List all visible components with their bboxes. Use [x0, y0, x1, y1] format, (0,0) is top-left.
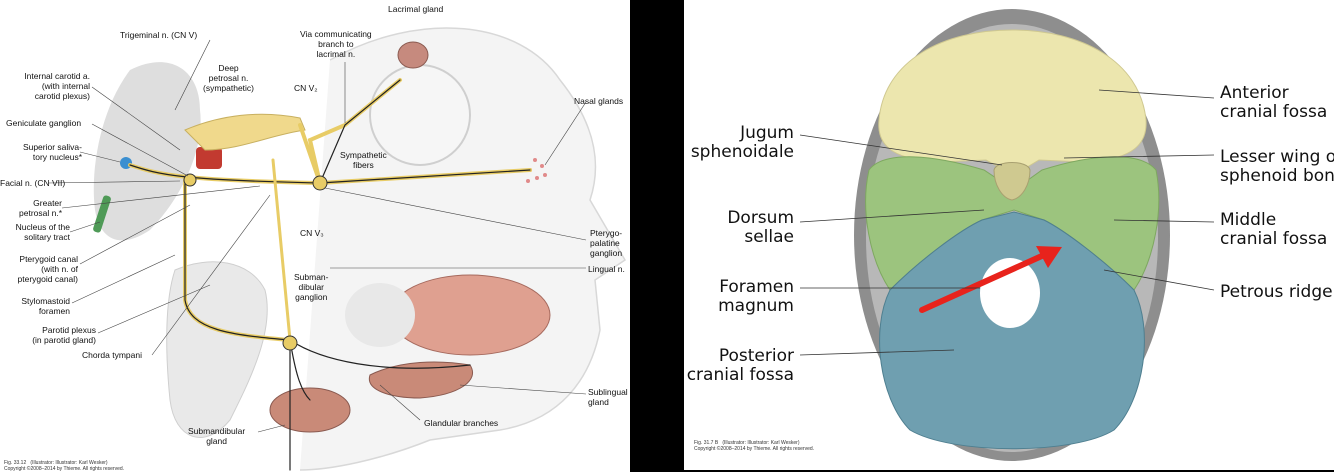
label-posterior: Posterior cranial fossa [686, 346, 794, 385]
label-trigeminal: Trigeminal n. (CN V) [120, 30, 198, 40]
credit-left: Fig. 33.12 (Illustrator: Illustrator: Ka… [4, 460, 125, 472]
salivatory-nucleus-blue [120, 157, 132, 169]
label-submandibular-ganglion: Subman- dibular ganglion [294, 272, 329, 302]
submandibular-ganglion-dot [282, 335, 298, 351]
label-pterygopalatine: Pterygo- palatine ganglion [590, 228, 623, 258]
label-dorsum: Dorsum sellae [727, 208, 794, 247]
submandibular-gland-shape [269, 387, 351, 433]
label-deep-petrosal: Deep petrosal n. (sympathetic) [203, 63, 255, 93]
label-sympathetic-fibers: Sympathetic fibers [340, 150, 387, 170]
label-geniculate: Geniculate ganglion [6, 118, 82, 128]
label-submandibular-gland: Submandibular gland [188, 426, 246, 446]
lacrimal-gland-shape [397, 41, 429, 69]
right-illustration [799, 9, 1215, 461]
geniculate-ganglion-dot [183, 173, 197, 187]
label-internal-carotid: Internal carotid a. (with internal carot… [24, 71, 90, 101]
leader-lines [47, 39, 587, 433]
label-facial-n: Facial n. (CN VII) [0, 178, 66, 188]
label-greater-petrosal: Greater petrosal n.* [19, 198, 62, 218]
trigeminal-ganglion [184, 113, 306, 151]
cranial-fossae-figure: Jugum sphenoidale Dorsum sellae Foramen … [684, 0, 1334, 470]
anterior-fossa-shape [878, 29, 1147, 176]
label-cn-v3: CN V₃ [300, 228, 324, 238]
red-arrow-head [1036, 246, 1062, 268]
label-lingual-n: Lingual n. [588, 264, 625, 274]
oral-shadow [345, 283, 415, 347]
deep-petrosal-block [196, 147, 222, 169]
pterygopalatine-ganglion-dot [312, 175, 328, 191]
label-lesser-wing: Lesser wing of sphenoid bone [1220, 147, 1334, 186]
parasympathetic-head-figure: Trigeminal n. (CN V) Via communicating b… [0, 0, 630, 472]
label-petrous: Petrous ridge [1220, 282, 1333, 302]
label-glandular-branches: Glandular branches [424, 418, 499, 428]
label-chorda-tympani: Chorda tympani [82, 350, 143, 360]
label-pterygoid-canal: Pterygoid canal (with n. of pterygoid ca… [17, 254, 78, 284]
label-parotid-plexus: Parotid plexus (in parotid gland) [32, 325, 96, 345]
sublingual-gland-shape [368, 361, 473, 399]
parotid-gland [166, 261, 268, 438]
label-foramen: Foramen magnum [718, 277, 794, 316]
label-superior-salivatory: Superior saliva- tory nucleus* [22, 142, 82, 162]
red-arrow-shaft [919, 252, 1047, 313]
label-nasal-glands: Nasal glands [574, 96, 624, 106]
label-stylomastoid: Stylomastoid foramen [21, 296, 70, 316]
left-illustration [47, 27, 627, 471]
posterior-fossa-shape [879, 211, 1145, 450]
label-cn-v2: CN V₂ [294, 83, 318, 93]
sella-shape [993, 162, 1031, 201]
label-sublingual: Sublingual gland [588, 387, 628, 407]
label-jugum: Jugum sphenoidale [690, 123, 794, 162]
credit-right: Fig. 31.7 B (Illustrator: Illustrator: K… [694, 440, 815, 452]
right-leader-lines [799, 89, 1215, 356]
label-via-communicating: Via communicating branch to lacrimal n. [300, 29, 372, 59]
nerve-paths [128, 78, 532, 471]
label-nucleus-solitary: Nucleus of the solitary tract [15, 222, 70, 242]
label-lacrimal-gland: Lacrimal gland [388, 4, 444, 14]
label-middle: Middle cranial fossa [1220, 210, 1328, 249]
label-anterior: Anterior cranial fossa [1220, 83, 1328, 122]
nucleus-green [93, 195, 111, 233]
